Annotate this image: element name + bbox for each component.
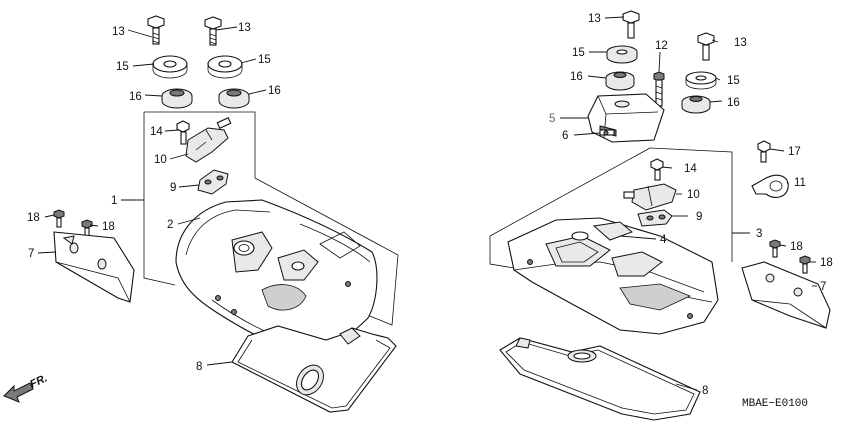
- valve-cover-2-left: [175, 199, 378, 355]
- washer-16-left-b: [218, 88, 250, 109]
- breather-10-right: [623, 183, 677, 211]
- callout-5: 5: [549, 113, 555, 125]
- callout-16: 16: [570, 71, 583, 83]
- washer-16-left-a: [161, 88, 193, 109]
- callout-4: 4: [660, 234, 667, 246]
- callout-9: 9: [170, 182, 176, 194]
- callout-15: 15: [258, 54, 271, 66]
- callout-18: 18: [790, 241, 803, 253]
- bolt-13-right-b: [697, 32, 715, 61]
- callout-18: 18: [102, 221, 115, 233]
- callout-13: 13: [588, 13, 601, 25]
- callout-11: 11: [794, 177, 806, 189]
- assembly-bracket-left: [143, 111, 399, 326]
- stud-12: [653, 71, 665, 107]
- bolt-18-right-a: [769, 239, 781, 258]
- washer-16-right-a: [605, 71, 635, 91]
- callout-7: 7: [820, 281, 826, 293]
- callout-9: 9: [696, 211, 702, 223]
- leader-lines: [37, 16, 817, 391]
- gasket-8-left: [231, 325, 397, 413]
- bolt-17: [757, 140, 771, 163]
- callout-15: 15: [116, 61, 129, 73]
- callout-3: 3: [756, 228, 762, 240]
- callout-labels: 13 13 15 15 16 16 14 10 9 1 2 8 18 18 7 …: [27, 13, 833, 397]
- plate-9-right: [637, 209, 673, 227]
- callout-13: 13: [238, 22, 251, 34]
- callout-18: 18: [820, 257, 833, 269]
- callout-14: 14: [150, 126, 163, 138]
- bolt-13-left-a: [147, 15, 165, 45]
- grommet-15-left-b: [207, 55, 243, 79]
- callout-16: 16: [727, 97, 740, 109]
- clamp-11: [751, 174, 789, 198]
- breather-cover-5: [587, 93, 665, 143]
- assembly-bracket-right: [489, 147, 733, 269]
- callout-1: 1: [111, 195, 117, 207]
- callout-17: 17: [788, 146, 801, 158]
- callout-2: 2: [167, 219, 173, 231]
- front-direction-arrow: FR.: [3, 372, 49, 403]
- callout-8: 8: [196, 361, 202, 373]
- bolt-13-right-a: [622, 10, 640, 39]
- callout-15: 15: [572, 47, 585, 59]
- bolt-6: [599, 129, 615, 136]
- callout-10: 10: [687, 189, 700, 201]
- valve-cover-4-right: [507, 217, 719, 335]
- gasket-8-right: [499, 337, 701, 421]
- front-direction-label: FR.: [28, 372, 49, 390]
- callout-15: 15: [727, 75, 740, 87]
- breather-10-left: [185, 117, 232, 163]
- bolt-14-right: [650, 158, 664, 181]
- plate-9-left: [197, 169, 229, 195]
- callout-13: 13: [112, 26, 125, 38]
- callout-16: 16: [129, 91, 142, 103]
- callout-10: 10: [154, 154, 167, 166]
- grommet-15-right-b: [685, 71, 717, 90]
- diagram-code: MBAE−E0100: [742, 398, 808, 410]
- grommet-15-left-a: [152, 55, 188, 79]
- heat-shield-7-right: [741, 261, 831, 329]
- callout-13: 13: [734, 37, 747, 49]
- bolt-18-right-b: [799, 255, 811, 274]
- bolt-18-left-b: [81, 219, 93, 238]
- callout-6: 6: [562, 130, 568, 142]
- grommet-15-right-a: [606, 45, 638, 64]
- heat-shield-7-left: [53, 231, 135, 303]
- callout-8: 8: [702, 385, 708, 397]
- callout-7: 7: [28, 248, 34, 260]
- callout-12: 12: [655, 40, 668, 52]
- bolt-18-left-a: [53, 209, 65, 228]
- bolt-14-left: [176, 120, 190, 145]
- callout-14: 14: [684, 163, 697, 175]
- washer-16-right-b: [681, 95, 711, 114]
- callout-16: 16: [268, 85, 281, 97]
- bolt-13-left-b: [204, 16, 222, 46]
- callout-18: 18: [27, 212, 40, 224]
